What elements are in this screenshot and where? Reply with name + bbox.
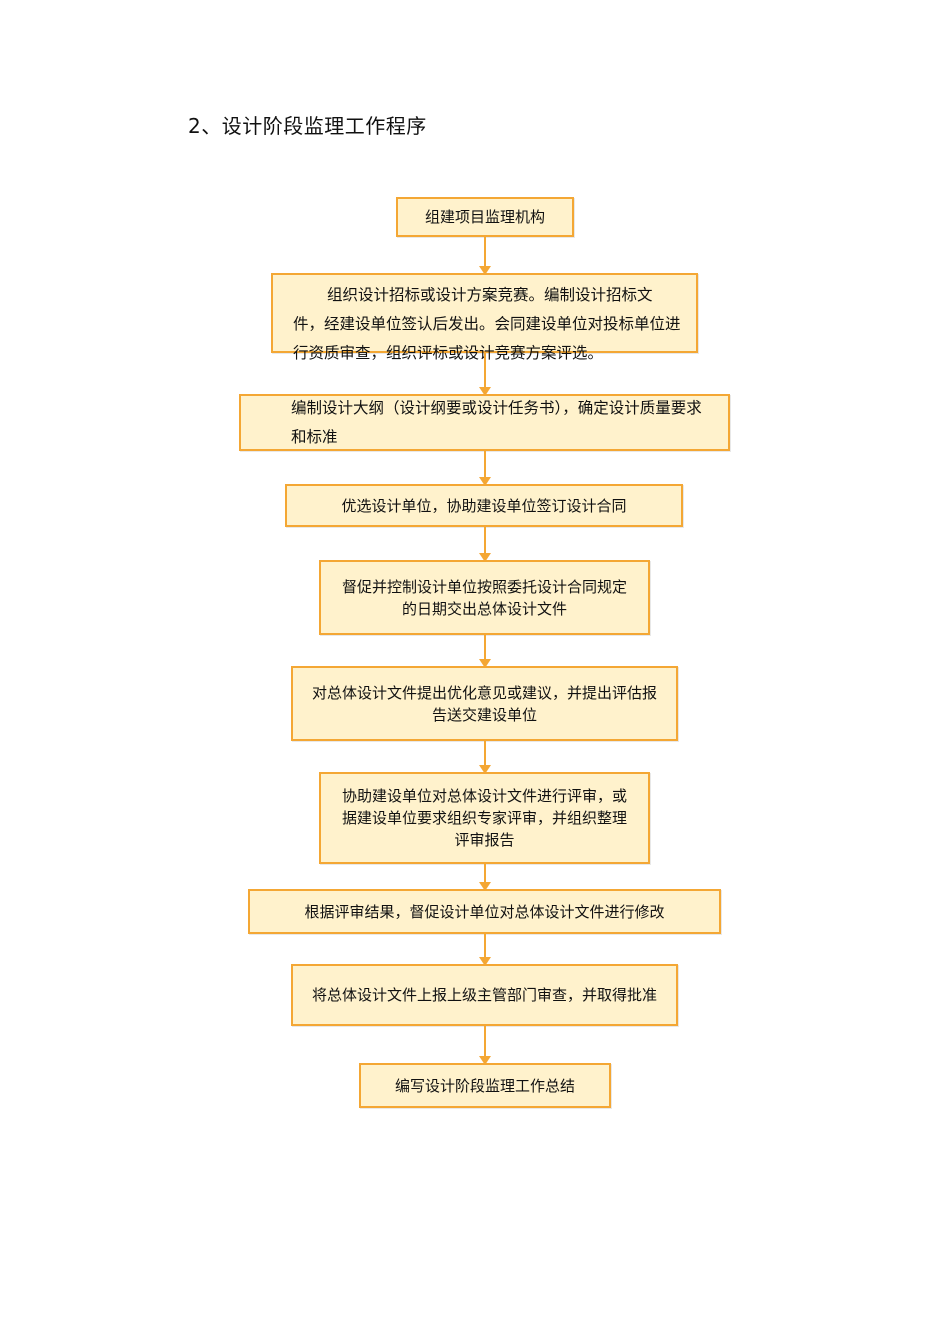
step-1-box: 组建项目监理机构 (396, 197, 574, 237)
step-9-box: 将总体设计文件上报上级主管部门审查，并取得批准 (291, 964, 678, 1026)
step-5-text: 督促并控制设计单位按照委托设计合同规定的日期交出总体设计文件 (341, 577, 627, 618)
step-4-box: 优选设计单位，协助建设单位签订设计合同 (285, 484, 683, 527)
arrow-5 (479, 635, 491, 668)
step-3-box: 编制设计大纲（设计纲要或设计任务书），确定设计质量要求和标准 (239, 394, 730, 451)
arrow-6 (479, 741, 491, 774)
arrow-8 (479, 934, 491, 966)
arrow-9 (479, 1026, 491, 1065)
step-2-text: 组织设计招标或设计方案竞赛。编制设计招标文件，经建设单位签认后发出。会同建设单位… (293, 286, 681, 362)
step-3-text: 编制设计大纲（设计纲要或设计任务书），确定设计质量要求和标准 (291, 398, 702, 446)
step-8-text: 根据评审结果，督促设计单位对总体设计文件进行修改 (304, 902, 665, 921)
arrow-3 (479, 451, 491, 486)
step-8-box: 根据评审结果，督促设计单位对总体设计文件进行修改 (248, 889, 721, 934)
step-4-text: 优选设计单位，协助建设单位签订设计合同 (341, 496, 627, 515)
arrow-4 (479, 527, 491, 562)
step-6-text: 对总体设计文件提出优化意见或建议，并提出评估报告送交建设单位 (311, 683, 657, 724)
step-7-text: 协助建设单位对总体设计文件进行评审，或据建设单位要求组织专家评审，并组织整理评审… (341, 787, 627, 849)
arrow-1 (479, 237, 491, 275)
arrow-7 (479, 864, 491, 891)
step-9-text: 将总体设计文件上报上级主管部门审查，并取得批准 (311, 986, 657, 1004)
step-2-box: 组织设计招标或设计方案竞赛。编制设计招标文件，经建设单位签认后发出。会同建设单位… (271, 273, 698, 362)
arrow-2 (479, 353, 491, 396)
step-7-box: 协助建设单位对总体设计文件进行评审，或据建设单位要求组织专家评审，并组织整理评审… (319, 772, 650, 864)
page-title: 2、设计阶段监理工作程序 (188, 114, 427, 138)
step-10-text: 编写设计阶段监理工作总结 (394, 1076, 575, 1095)
step-1-text: 组建项目监理机构 (424, 208, 545, 226)
step-6-box: 对总体设计文件提出优化意见或建议，并提出评估报告送交建设单位 (291, 666, 678, 741)
step-5-box: 督促并控制设计单位按照委托设计合同规定的日期交出总体设计文件 (319, 560, 650, 635)
step-10-box: 编写设计阶段监理工作总结 (359, 1063, 611, 1108)
